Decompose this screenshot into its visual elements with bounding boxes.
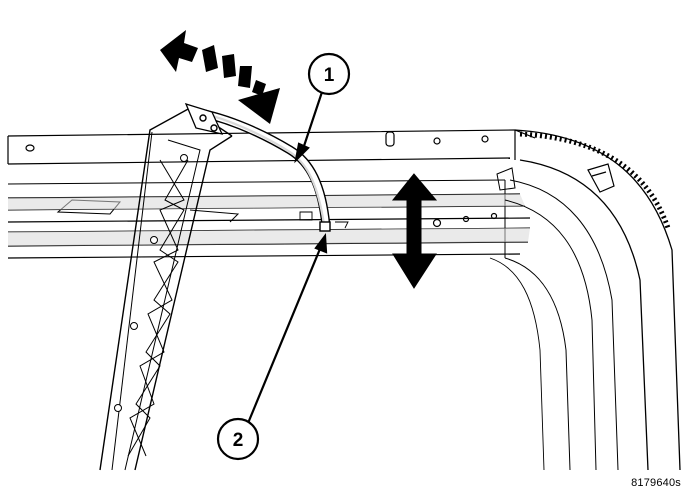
- callout-1-label: 1: [324, 65, 335, 86]
- callout-2: 2: [216, 417, 260, 461]
- weatherstrip: [519, 131, 671, 229]
- figure-id: 8179640s: [631, 477, 681, 489]
- swing-motion-arrow: [160, 30, 280, 124]
- callout-leaders: [244, 91, 328, 429]
- vertical-motion-arrow: [391, 173, 438, 289]
- callout-1: 1: [307, 52, 351, 96]
- tether-strap: [184, 102, 331, 232]
- pillar-lattice: [114, 154, 189, 457]
- callout-2-label: 2: [233, 430, 244, 451]
- door-frame-curves: [489, 129, 681, 471]
- frame-clip: [587, 163, 615, 193]
